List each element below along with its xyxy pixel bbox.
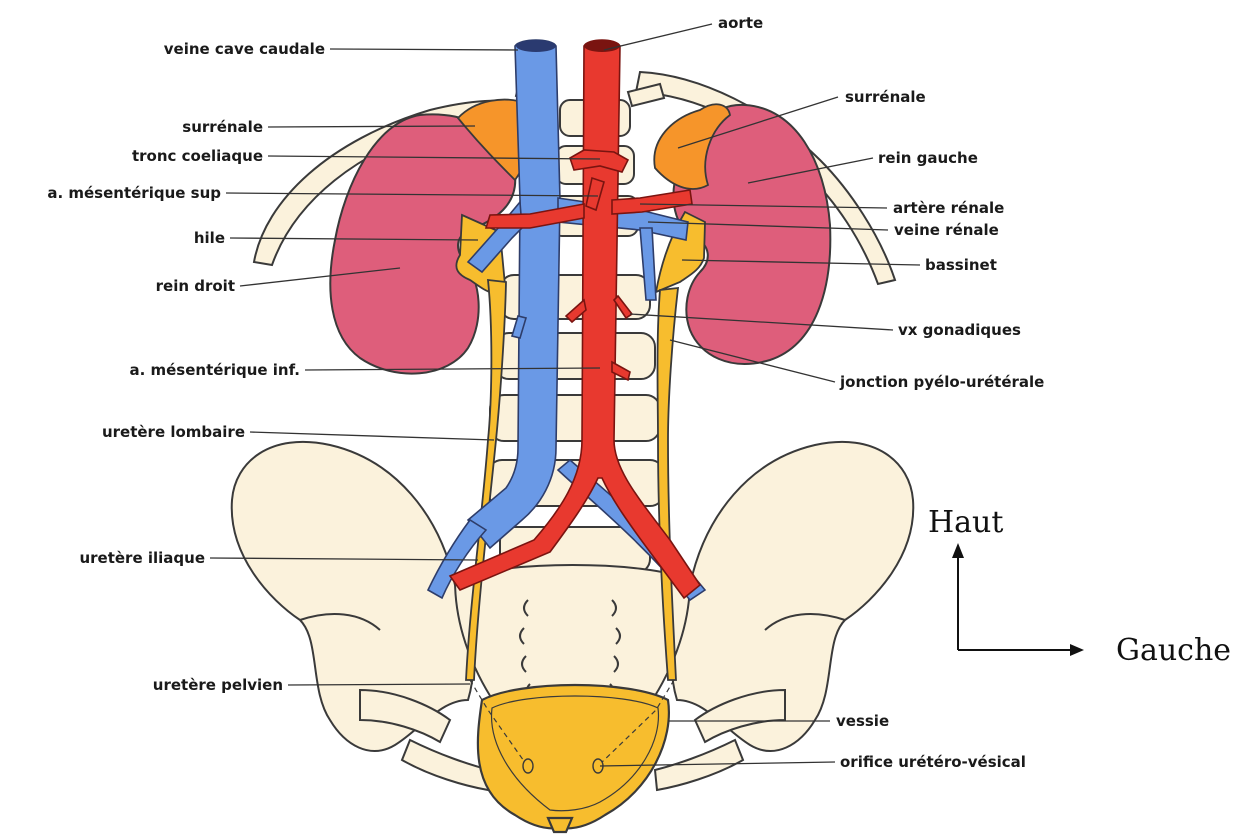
label-hile: hile	[194, 229, 225, 247]
orifice-right	[523, 759, 533, 773]
label-rein-gauche: rein gauche	[878, 149, 978, 167]
label-surrenale-droite: surrénale	[182, 118, 263, 136]
label-veine-renale: veine rénale	[894, 221, 999, 239]
orientation-indicator: Haut Gauche	[922, 488, 1245, 686]
vena-cava-top	[516, 40, 556, 52]
label-aorte: aorte	[718, 14, 763, 32]
orientation-haut-label: Haut	[928, 505, 1003, 540]
orientation-gauche-label: Gauche	[1116, 633, 1231, 668]
label-surrenale-gauche: surrénale	[845, 88, 926, 106]
label-tronc-coeliaque: tronc coeliaque	[132, 147, 263, 165]
iliac-bone-right	[232, 442, 474, 751]
label-bassinet: bassinet	[925, 256, 997, 274]
urethra	[548, 818, 572, 832]
label-vessie: vessie	[836, 712, 889, 730]
label-vx-gonadiques: vx gonadiques	[898, 321, 1021, 339]
arrow-right-icon	[1070, 644, 1084, 656]
label-veine-cave-caudale: veine cave caudale	[164, 40, 325, 58]
arrow-up-icon	[952, 543, 964, 558]
label-artere-renale: artère rénale	[893, 199, 1004, 217]
bladder	[470, 680, 674, 832]
label-orifice-uretero-vesical: orifice urétéro-vésical	[840, 753, 1026, 771]
pubis-right	[402, 740, 490, 790]
rib-small-left	[628, 84, 664, 106]
vessie-shape	[478, 685, 669, 828]
aorta-top	[584, 40, 620, 52]
label-jonction-pyelo-ureterale: jonction pyélo-urétérale	[839, 373, 1044, 391]
iliac-bone-left	[672, 442, 914, 751]
label-rein-droit: rein droit	[156, 277, 235, 295]
label-a-mesenterique-sup: a. mésentérique sup	[47, 184, 221, 202]
label-uretere-lombaire: uretère lombaire	[102, 423, 245, 441]
label-uretere-pelvien: uretère pelvien	[153, 676, 283, 694]
label-uretere-iliaque: uretère iliaque	[79, 549, 205, 567]
label-a-mesenterique-inf: a. mésentérique inf.	[129, 361, 300, 379]
vertebra-6	[490, 395, 660, 441]
